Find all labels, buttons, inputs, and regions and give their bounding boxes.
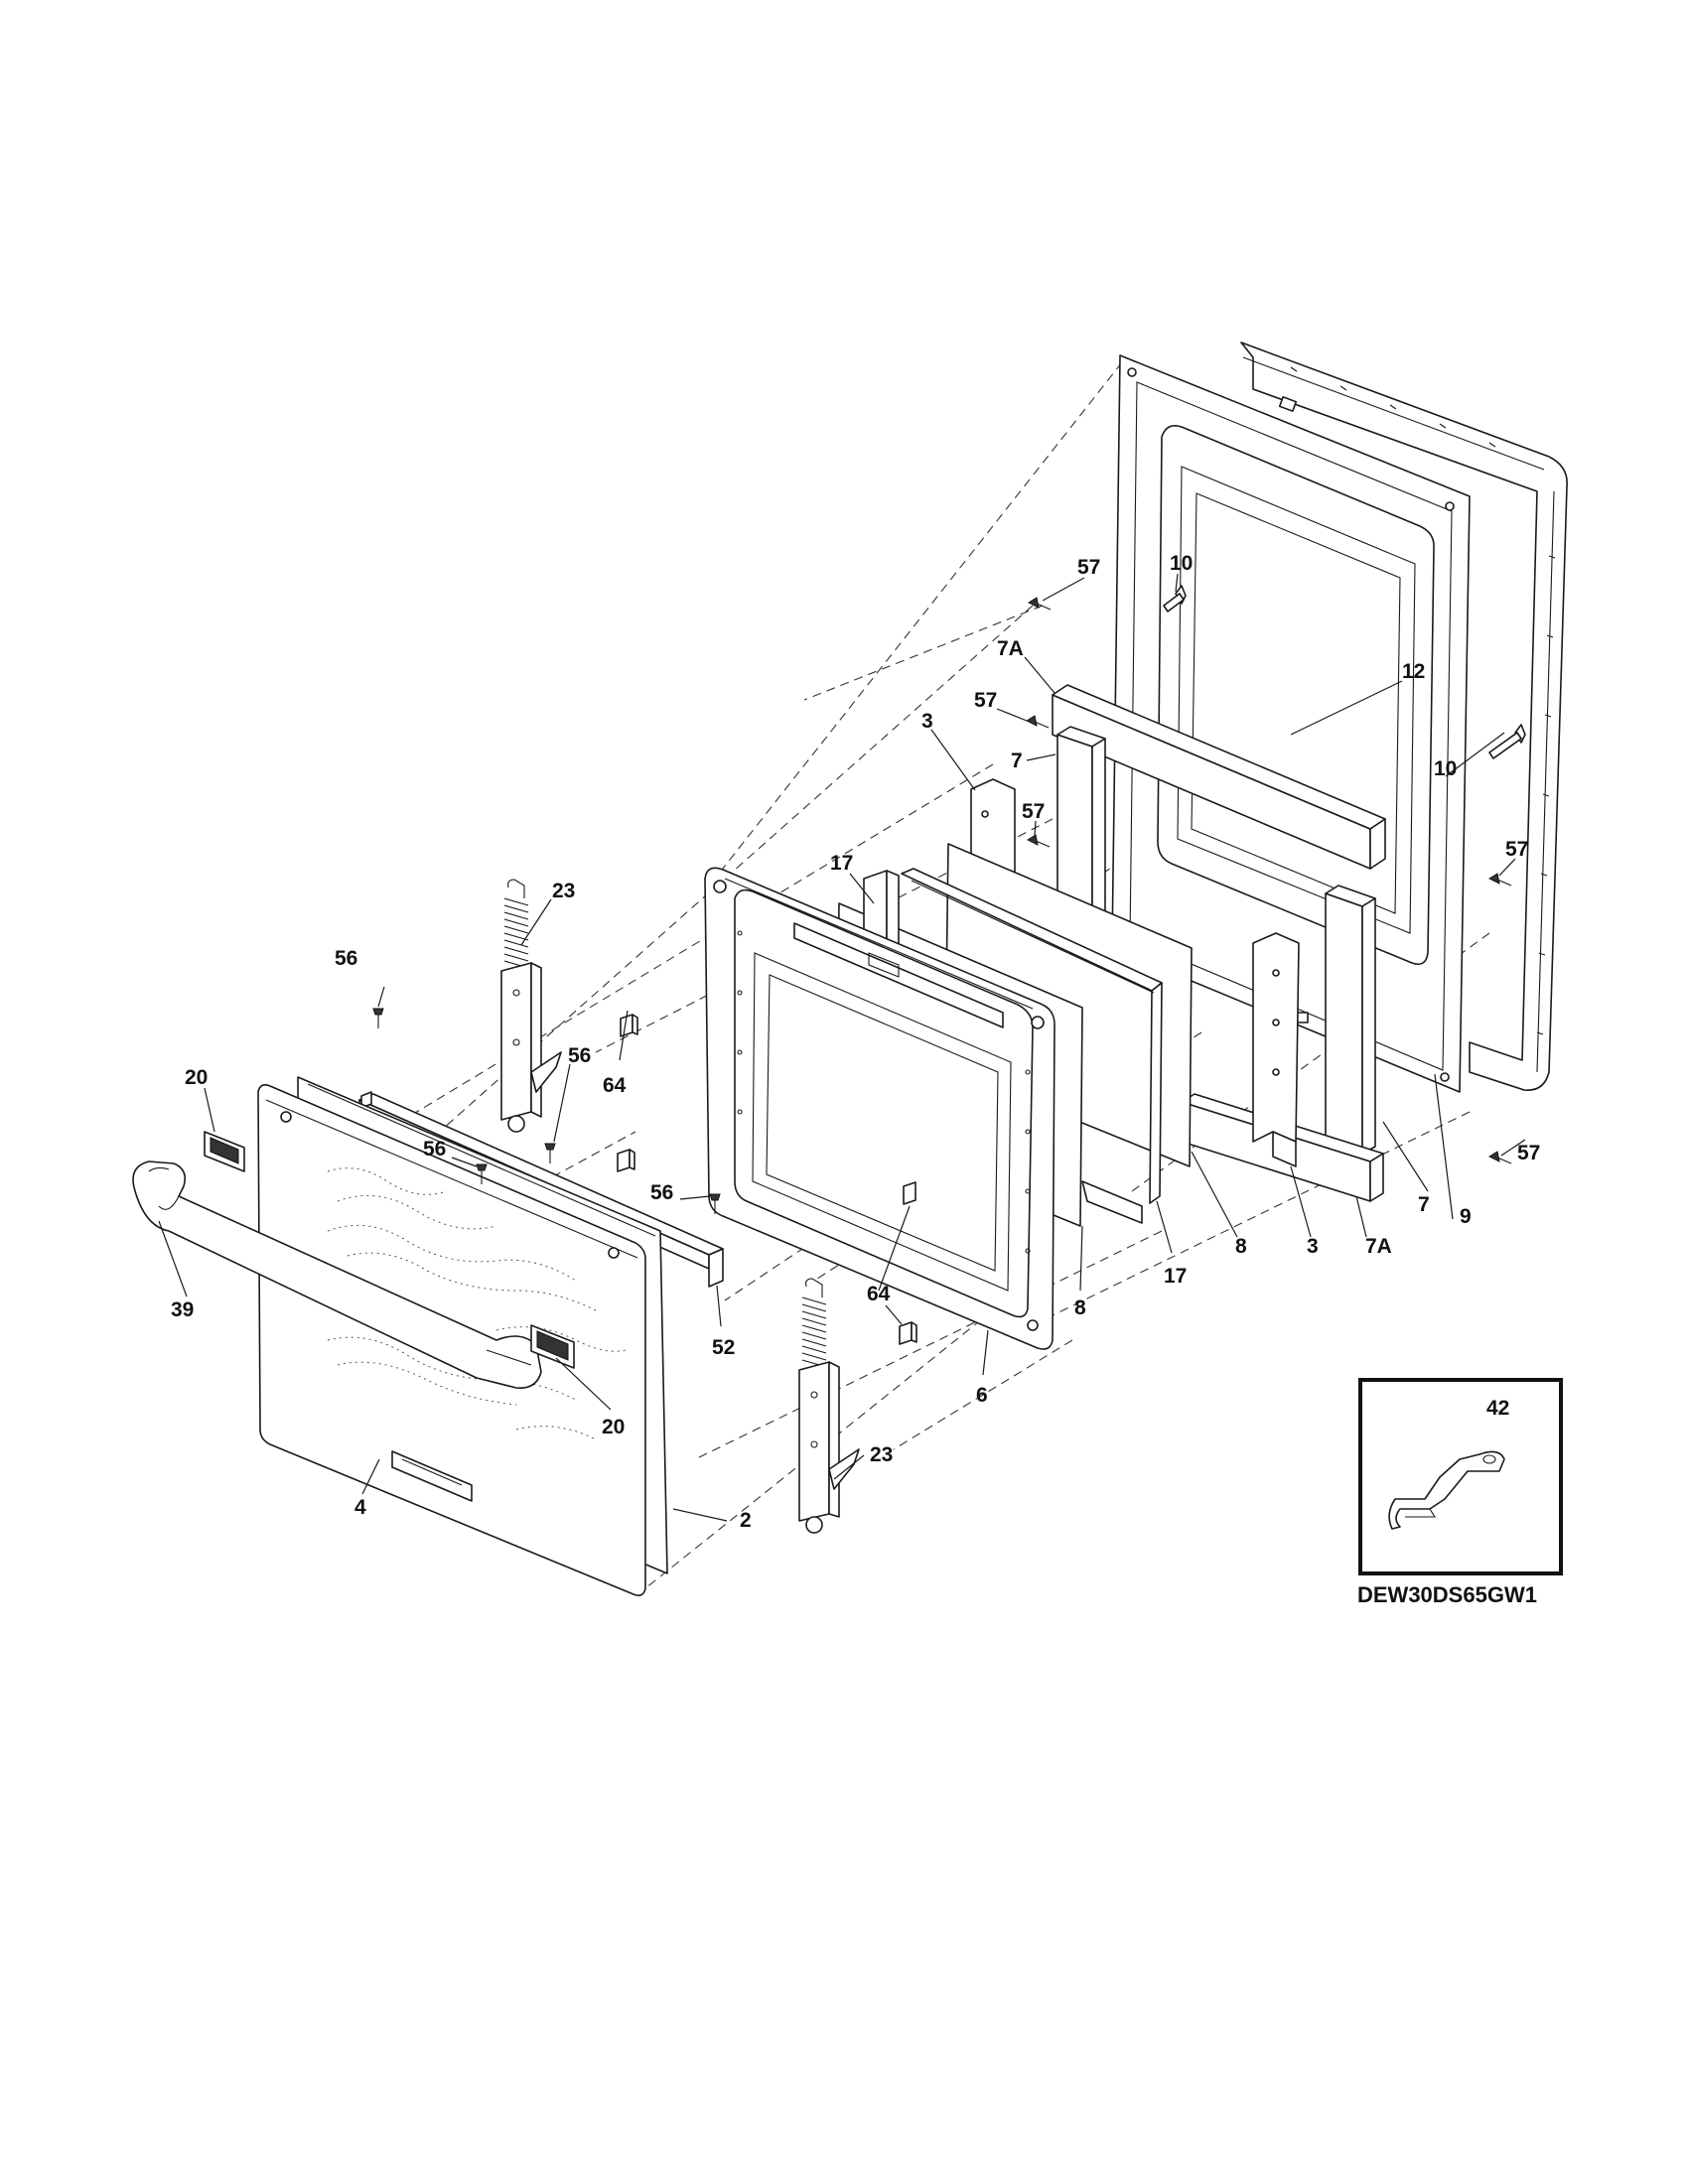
insulation-7-right	[1325, 885, 1376, 1155]
callout-64-top: 64	[603, 1074, 627, 1097]
screw-56-d	[709, 1193, 721, 1214]
callout-56-c: 56	[423, 1138, 446, 1160]
callout-10-top: 10	[1170, 552, 1193, 575]
callout-7A-right: 7A	[1365, 1235, 1392, 1258]
callout-23-top: 23	[552, 880, 575, 902]
callout-42: 42	[1486, 1397, 1509, 1420]
callout-17-bottom: 17	[1164, 1265, 1187, 1288]
screw-56-c	[476, 1163, 488, 1184]
hinge-23-lower	[798, 1278, 860, 1534]
bolt-10-right	[1488, 724, 1526, 759]
callout-9: 9	[1460, 1205, 1472, 1228]
callout-12: 12	[1402, 660, 1425, 683]
spacer-64-frame	[903, 1181, 916, 1205]
callout-64-bottom: 64	[867, 1283, 891, 1305]
callout-8-right: 8	[1235, 1235, 1247, 1258]
inner-door-frame-6	[704, 867, 1055, 1350]
callout-7A-top: 7A	[997, 637, 1024, 660]
end-cap-20-right	[530, 1324, 575, 1369]
callout-56-a: 56	[335, 947, 357, 970]
screw-57-right	[1487, 873, 1512, 887]
callout-6: 6	[976, 1384, 988, 1407]
glass-frame-17	[901, 868, 1163, 1224]
callout-4: 4	[354, 1496, 366, 1519]
screw-57-b	[1025, 715, 1050, 729]
screw-57-right-low	[1487, 1151, 1512, 1164]
spacer-64-top	[620, 1014, 638, 1037]
door-gasket-12	[1240, 341, 1568, 1091]
spacer-64-bottom	[899, 1321, 917, 1345]
callout-57-top: 57	[1077, 556, 1100, 579]
callout-17-top: 17	[830, 852, 853, 875]
callout-57-right: 57	[1505, 838, 1528, 861]
side-channel-3-right	[1252, 932, 1300, 1167]
callout-23-bottom: 23	[870, 1443, 893, 1466]
callout-57-b: 57	[974, 689, 997, 712]
insulation-7A-top	[1052, 684, 1386, 870]
screw-56-b	[544, 1143, 556, 1163]
callout-20-right: 20	[602, 1416, 625, 1438]
inset-box-42	[1358, 1378, 1563, 1575]
callout-56-b: 56	[568, 1044, 591, 1067]
callout-57-c: 57	[1022, 800, 1045, 823]
callout-3-right: 3	[1307, 1235, 1319, 1258]
door-handle-39	[132, 1160, 542, 1389]
callout-56-d: 56	[650, 1181, 673, 1204]
callout-2: 2	[740, 1509, 752, 1532]
callout-labels: 57 10 7A 12 57 3 7 10 57 57 17 23 56 56 …	[171, 552, 1540, 1607]
callout-7-top: 7	[1011, 750, 1023, 772]
bolt-10-top	[1163, 585, 1187, 613]
callout-8-bottom: 8	[1074, 1297, 1086, 1319]
callout-52: 52	[712, 1336, 735, 1359]
callout-3-top: 3	[921, 710, 933, 733]
bracket-42	[1388, 1450, 1505, 1530]
screw-56-a	[372, 1008, 384, 1028]
callout-57-right-low: 57	[1517, 1142, 1540, 1164]
model-number: DEW30DS65GW1	[1357, 1582, 1537, 1607]
screw-57-c	[1026, 834, 1051, 848]
end-cap-20-left	[204, 1131, 245, 1172]
callout-20-left: 20	[185, 1066, 208, 1089]
callout-10-right: 10	[1434, 757, 1457, 780]
callout-7-right: 7	[1418, 1193, 1430, 1216]
spacer-64-mid	[617, 1149, 635, 1172]
hinge-23-upper	[500, 879, 562, 1133]
callout-39: 39	[171, 1298, 194, 1321]
screw-57-top	[1027, 597, 1052, 611]
leader-lines	[158, 573, 1526, 1522]
